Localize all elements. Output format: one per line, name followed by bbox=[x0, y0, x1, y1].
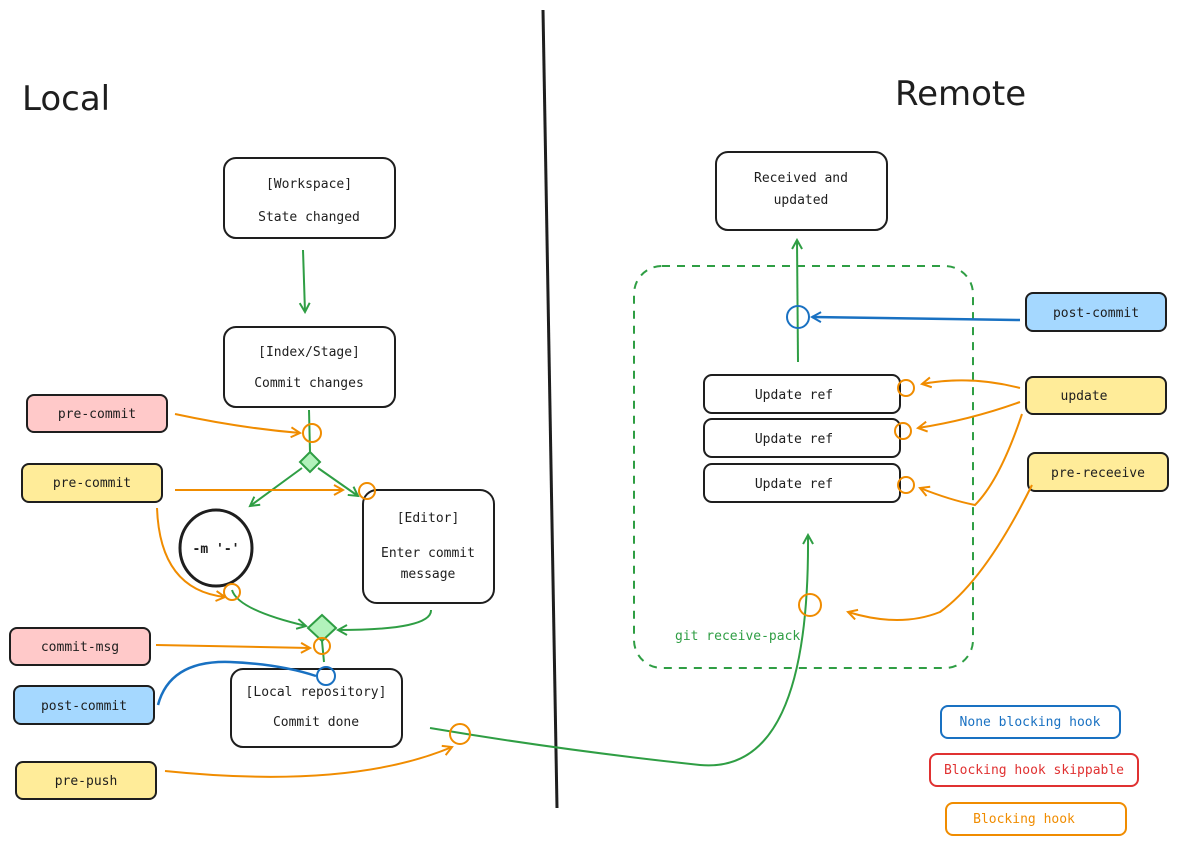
commit-msg-hook: commit-msg bbox=[9, 627, 151, 666]
index-node: [Index/Stage] Commit changes bbox=[223, 326, 396, 408]
pre-receive-hook: pre-receeive bbox=[1027, 452, 1169, 492]
svg-text:Blocking hook: Blocking hook bbox=[973, 812, 1075, 827]
m-flag-label: -m '-' bbox=[193, 542, 240, 557]
svg-text:Update ref: Update ref bbox=[755, 477, 833, 492]
pre-commit-hook-1: pre-commit bbox=[26, 394, 168, 433]
post-commit-remote-connector bbox=[812, 317, 1021, 320]
editor-label: [Editor] bbox=[397, 511, 460, 526]
flow-workspace-to-index bbox=[303, 249, 305, 312]
update-to-ref1-connector bbox=[922, 380, 1021, 389]
receive-pack-boundary bbox=[633, 265, 974, 669]
received-node: Received and updated bbox=[715, 151, 888, 231]
received-line2: updated bbox=[774, 193, 829, 208]
svg-text:Update ref: Update ref bbox=[755, 432, 833, 447]
svg-text:post-commit: post-commit bbox=[1053, 306, 1139, 321]
update-to-ref2-connector bbox=[918, 401, 1021, 428]
commit-msg-connector bbox=[155, 645, 310, 648]
svg-text:Blocking hook skippable: Blocking hook skippable bbox=[944, 763, 1124, 778]
svg-text:pre-push: pre-push bbox=[55, 774, 118, 789]
flow-editor-to-diamond2 bbox=[338, 609, 433, 630]
local-repo-node: [Local repository] Commit done bbox=[230, 668, 403, 748]
svg-text:update: update bbox=[1061, 389, 1108, 404]
editor-node: [Editor] Enter commit message bbox=[362, 489, 495, 604]
pre-commit-2-to-m-connector bbox=[156, 507, 225, 597]
update-ref-node-2: Update ref bbox=[703, 418, 901, 458]
flow-diamond-to-editor bbox=[317, 467, 358, 496]
post-commit-remote-hookpoint bbox=[786, 305, 810, 329]
ref2-hookpoint bbox=[894, 422, 912, 440]
editor-line2: Enter commit bbox=[381, 546, 475, 561]
svg-text:post-commit: post-commit bbox=[41, 699, 127, 714]
update-ref-node-3: Update ref bbox=[703, 463, 901, 503]
post-commit-local-hookpoint bbox=[316, 666, 336, 686]
legend-blocking: Blocking hook bbox=[945, 802, 1127, 836]
post-commit-hook-local: post-commit bbox=[13, 685, 155, 725]
workspace-label: [Workspace] bbox=[266, 177, 352, 192]
remote-title: Remote bbox=[895, 74, 1026, 114]
m-flag-node: -m '-' bbox=[178, 508, 254, 588]
post-commit-local-connector bbox=[156, 660, 317, 706]
ref1-hookpoint bbox=[897, 379, 915, 397]
local-repo-state: Commit done bbox=[273, 715, 359, 730]
pre-receive-connector bbox=[848, 484, 1033, 621]
decision-diamond-1 bbox=[298, 450, 322, 474]
pre-commit-1-hookpoint bbox=[302, 423, 322, 443]
flow-repo-to-remote bbox=[429, 535, 808, 767]
receive-pack-label: git receive-pack bbox=[675, 629, 800, 644]
commit-msg-hookpoint bbox=[313, 637, 331, 655]
flow-diamond2-to-repo bbox=[321, 640, 325, 663]
local-repo-label: [Local repository] bbox=[246, 685, 387, 700]
pre-push-hook: pre-push bbox=[15, 761, 157, 800]
post-commit-hook-remote: post-commit bbox=[1025, 292, 1167, 332]
update-ref-node-1: Update ref bbox=[703, 374, 901, 414]
flow-diamond-to-m bbox=[250, 467, 303, 506]
pre-receive-hookpoint bbox=[798, 593, 822, 617]
svg-text:pre-commit: pre-commit bbox=[58, 407, 136, 422]
flow-index-to-diamond bbox=[308, 409, 311, 453]
local-title: Local bbox=[22, 79, 110, 119]
received-line1: Received and bbox=[754, 171, 848, 186]
update-hook: update bbox=[1025, 376, 1167, 415]
svg-text:commit-msg: commit-msg bbox=[41, 640, 119, 655]
pre-push-connector bbox=[164, 747, 452, 778]
svg-text:pre-commit: pre-commit bbox=[53, 476, 131, 491]
legend-non-blocking: None blocking hook bbox=[940, 705, 1121, 739]
svg-text:pre-receeive: pre-receeive bbox=[1051, 466, 1145, 481]
workspace-state: State changed bbox=[258, 210, 360, 225]
m-hookpoint bbox=[223, 583, 241, 601]
legend-blocking-skippable: Blocking hook skippable bbox=[929, 753, 1139, 787]
workspace-node: [Workspace] State changed bbox=[223, 157, 396, 239]
pre-commit-1-connector bbox=[174, 413, 300, 433]
index-action: Commit changes bbox=[254, 376, 364, 391]
pre-commit-hook-2: pre-commit bbox=[21, 463, 163, 503]
index-label: [Index/Stage] bbox=[258, 345, 360, 360]
flow-update-to-received bbox=[797, 240, 798, 363]
section-divider bbox=[541, 9, 559, 809]
update-to-ref3-connector bbox=[920, 413, 1023, 507]
editor-line3: message bbox=[401, 567, 456, 582]
svg-text:Update ref: Update ref bbox=[755, 388, 833, 403]
pre-push-hookpoint bbox=[449, 723, 471, 745]
pre-commit-2-hookpoint bbox=[358, 482, 376, 500]
ref3-hookpoint bbox=[897, 476, 915, 494]
flow-m-to-diamond2 bbox=[231, 589, 306, 626]
svg-text:None blocking hook: None blocking hook bbox=[960, 715, 1101, 730]
